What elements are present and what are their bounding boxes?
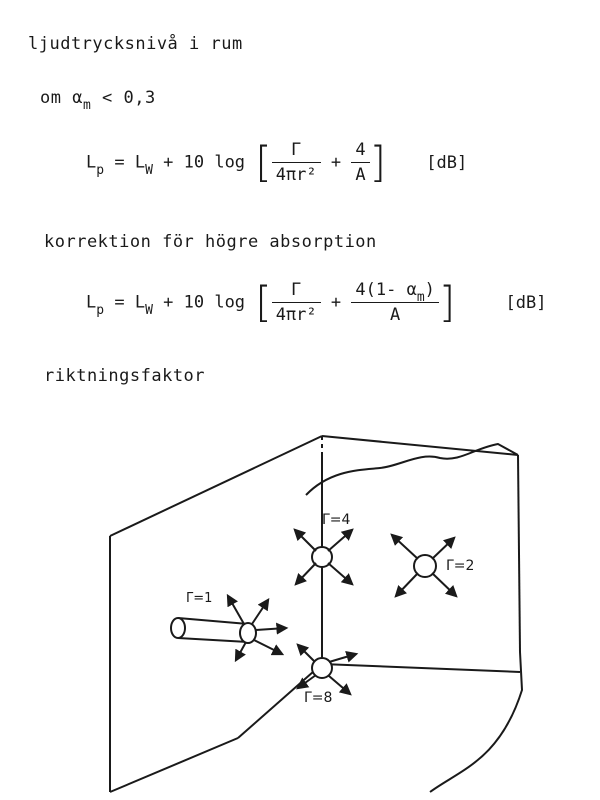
- f2-frac2-num-close: ): [424, 280, 435, 300]
- source-g1-cylinder: [177, 617, 249, 643]
- arrow-g2-1: [390, 533, 419, 560]
- f1-lw: L: [134, 152, 146, 173]
- condition-suffix: < 0,3: [102, 88, 156, 108]
- room-floor-edge: [321, 663, 521, 673]
- f1-frac2-den: A: [355, 165, 366, 185]
- arrow-g4-2: [327, 528, 354, 552]
- f1-bracket-close: ]: [369, 137, 387, 187]
- label-g4: Γ=4: [322, 512, 351, 528]
- f2-frac1-den: 4πr²: [275, 305, 317, 325]
- room-break-top: [305, 442, 519, 496]
- f2-bracket-close: ]: [438, 277, 456, 327]
- f2-frac2-num-main: 4(1- α: [355, 280, 417, 300]
- f1-lw-sub: W: [145, 162, 153, 178]
- f2-lw-sub: W: [145, 302, 153, 318]
- arrow-g1-3: [255, 622, 289, 635]
- label-g2: Γ=2: [446, 558, 474, 574]
- f2-lhs-sub: p: [96, 302, 105, 318]
- f2-frac2-den: A: [390, 305, 401, 325]
- condition-prefix: om α: [40, 88, 83, 108]
- f1-frac1-den: 4πr²: [275, 165, 317, 185]
- room-floor-bottom: [109, 737, 239, 793]
- arrow-g4-3: [294, 562, 317, 586]
- f2-plus-log: + 10 log: [163, 292, 246, 313]
- arrow-g2-2: [431, 536, 456, 560]
- arrow-g2-3: [394, 572, 419, 598]
- f2-plus: +: [330, 292, 342, 313]
- correction-label: korrektion för högre absorption: [44, 232, 377, 252]
- source-g1-cylinder-end: [170, 617, 186, 639]
- condition-sub: m: [82, 98, 92, 113]
- f1-unit: [dB]: [426, 152, 468, 173]
- f1-frac2-num: 4: [351, 140, 370, 163]
- f1-plus: +: [330, 152, 342, 173]
- f1-lhs-sub: p: [96, 162, 105, 178]
- arrow-g8-3: [296, 674, 317, 690]
- arrow-g1-2: [251, 598, 270, 625]
- arrow-g1-4: [253, 639, 285, 656]
- f2-unit: [dB]: [505, 292, 547, 313]
- arrow-g1-1: [226, 593, 245, 625]
- arrow-g4-4: [327, 562, 354, 586]
- f1-eq: =: [114, 152, 125, 173]
- directivity-label: riktningsfaktor: [44, 366, 206, 386]
- room-right-wall: [517, 454, 521, 653]
- source-g8: [311, 657, 333, 679]
- f1-bracket-open: [: [255, 137, 272, 187]
- f2-eq: =: [114, 292, 125, 313]
- arrow-g8-1: [296, 643, 316, 663]
- source-g1-cylinder-head: [239, 622, 257, 644]
- source-g4: [311, 546, 333, 568]
- room-floor-left-edge: [237, 663, 323, 739]
- f1-plus-log: + 10 log: [163, 152, 246, 173]
- arrow-g8-4: [328, 675, 352, 696]
- f2-lw: L: [134, 292, 146, 313]
- f2-frac1-num: Γ: [271, 280, 321, 303]
- room-break-bottom: [429, 651, 524, 793]
- source-g2: [413, 554, 437, 578]
- label-g1: Γ=1: [186, 591, 212, 606]
- room-top-right-edge: [321, 435, 519, 456]
- f2-lhs: L: [86, 292, 97, 313]
- f1-frac1-num: Γ: [271, 140, 321, 163]
- f2-frac2-num: 4(1- αm): [351, 280, 439, 305]
- arrow-g8-2: [328, 650, 359, 663]
- arrow-g2-4: [431, 572, 458, 598]
- label-g8: Γ=8: [304, 690, 332, 706]
- arrow-g1-5: [234, 641, 247, 663]
- room-top-left-edge: [109, 435, 323, 537]
- f1-lhs: L: [86, 152, 97, 173]
- f2-bracket-open: [: [255, 277, 272, 327]
- arrow-g4-1: [293, 528, 317, 552]
- heading: ljudtrycksnivå i rum: [28, 34, 243, 54]
- f2-fraction-2: 4(1- αm)A: [351, 280, 439, 325]
- f2-frac2-num-sub: m: [416, 290, 425, 305]
- condition: om αm < 0,3: [40, 88, 156, 113]
